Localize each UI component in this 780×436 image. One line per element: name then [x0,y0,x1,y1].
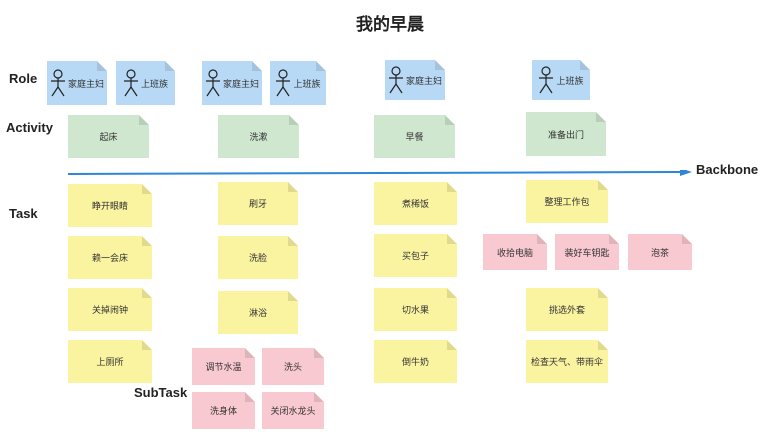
role-card[interactable]: 上班族 [532,60,590,100]
activity-row-label: Activity [6,120,53,135]
backbone-label: Backbone [696,162,759,177]
task-card[interactable]: 整理工作包 [526,180,608,223]
subtask-card[interactable]: 洗身体 [192,392,255,429]
task-card[interactable]: 切水果 [374,288,457,331]
role-card-label: 上班族 [293,79,321,90]
task-card[interactable]: 煮稀饭 [374,182,457,225]
task-card[interactable]: 倒牛奶 [374,340,457,383]
diagram-title: 我的早晨 [356,15,424,35]
activity-card[interactable]: 准备出门 [526,112,606,156]
role-card[interactable]: 上班族 [116,61,175,105]
subtask-card[interactable]: 泡茶 [628,234,692,270]
role-card[interactable]: 家庭主妇 [385,60,445,100]
role-card-label: 上班族 [556,76,584,87]
task-card[interactable]: 睁开眼睛 [68,184,152,227]
role-card[interactable]: 家庭主妇 [202,61,262,105]
actor-icon [538,66,554,94]
task-card[interactable]: 赖一会床 [68,236,152,279]
role-card-label: 家庭主妇 [405,76,442,87]
subtask-card[interactable]: 关闭水龙头 [262,392,324,429]
actor-icon [275,69,291,97]
activity-card[interactable]: 洗漱 [218,115,299,158]
task-card[interactable]: 淋浴 [218,291,298,334]
task-card[interactable]: 买包子 [374,234,457,277]
subtask-card[interactable]: 装好车钥匙 [555,234,619,270]
subtask-card[interactable]: 收拾电脑 [483,234,547,270]
actor-icon [50,69,66,97]
activity-card[interactable]: 起床 [68,115,149,158]
actor-icon [205,69,221,97]
role-card[interactable]: 家庭主妇 [47,61,107,105]
actor-icon [123,69,139,97]
task-row-label: Task [9,206,38,221]
subtask-card[interactable]: 调节水温 [192,348,255,385]
role-row-label: Role [9,71,38,86]
activity-card[interactable]: 早餐 [374,115,455,158]
role-card[interactable]: 上班族 [270,61,326,105]
backbone-arrow [68,170,692,176]
task-card[interactable]: 挑选外套 [526,288,608,331]
task-card[interactable]: 检查天气、带雨伞 [526,340,608,383]
task-card[interactable]: 关掉闹钟 [68,288,152,331]
actor-icon [388,66,404,94]
subtask-card[interactable]: 洗头 [262,348,324,385]
subtask-row-label: SubTask [134,385,188,400]
task-card[interactable]: 上厕所 [68,340,152,383]
role-card-label: 家庭主妇 [67,79,104,90]
task-card[interactable]: 洗脸 [218,236,298,279]
task-card[interactable]: 刷牙 [218,182,298,225]
role-card-label: 上班族 [140,79,168,90]
role-card-label: 家庭主妇 [222,79,259,90]
